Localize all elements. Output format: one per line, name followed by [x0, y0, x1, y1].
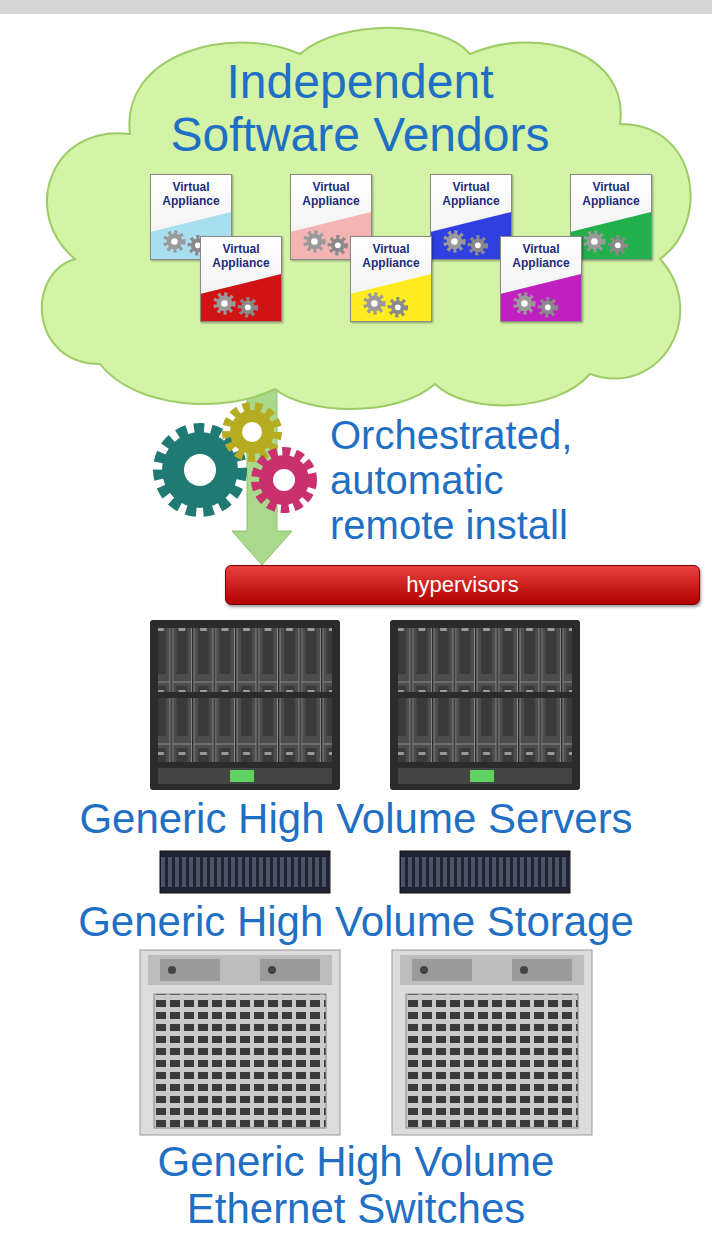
virtual-appliance-icon: Virtual Appliance: [500, 236, 582, 322]
appliance-label: Virtual Appliance: [501, 237, 581, 270]
storage-array: [400, 851, 570, 893]
storage-array: [160, 851, 330, 893]
appliance-label: Virtual Appliance: [351, 237, 431, 270]
virtual-appliance-icon: Virtual Appliance: [350, 236, 432, 322]
hardware-label: Generic High Volume Storage: [0, 898, 712, 945]
appliance-label: Virtual Appliance: [431, 175, 511, 208]
process-note: Orchestrated, automatic remote install: [330, 413, 620, 547]
ethernet-switch: [392, 950, 592, 1135]
ethernet-switch: [140, 950, 340, 1135]
appliance-label: Virtual Appliance: [151, 175, 231, 208]
top-band: [0, 0, 712, 14]
server-chassis: [390, 620, 580, 790]
hypervisor-bar: hypervisors: [225, 565, 700, 605]
appliance-label: Virtual Appliance: [201, 237, 281, 270]
server-chassis: [150, 620, 340, 790]
hardware-label: Generic High Volume Ethernet Switches: [106, 1138, 606, 1232]
cloud-shape: [42, 28, 691, 409]
gear: [227, 407, 277, 457]
appliance-label: Virtual Appliance: [291, 175, 371, 208]
gear: [256, 452, 312, 508]
appliance-label: Virtual Appliance: [571, 175, 651, 208]
virtual-appliance-icon: Virtual Appliance: [200, 236, 282, 322]
virtual-appliance-icon: Virtual Appliance: [570, 174, 652, 260]
hardware-label: Generic High Volume Servers: [0, 795, 712, 842]
gear: [159, 429, 241, 511]
cloud-title: Independent Software Vendors: [140, 56, 580, 162]
vendor-cloud: Independent Software VendorsVirtual Appl…: [20, 14, 700, 414]
bar-label: hypervisors: [226, 566, 699, 604]
